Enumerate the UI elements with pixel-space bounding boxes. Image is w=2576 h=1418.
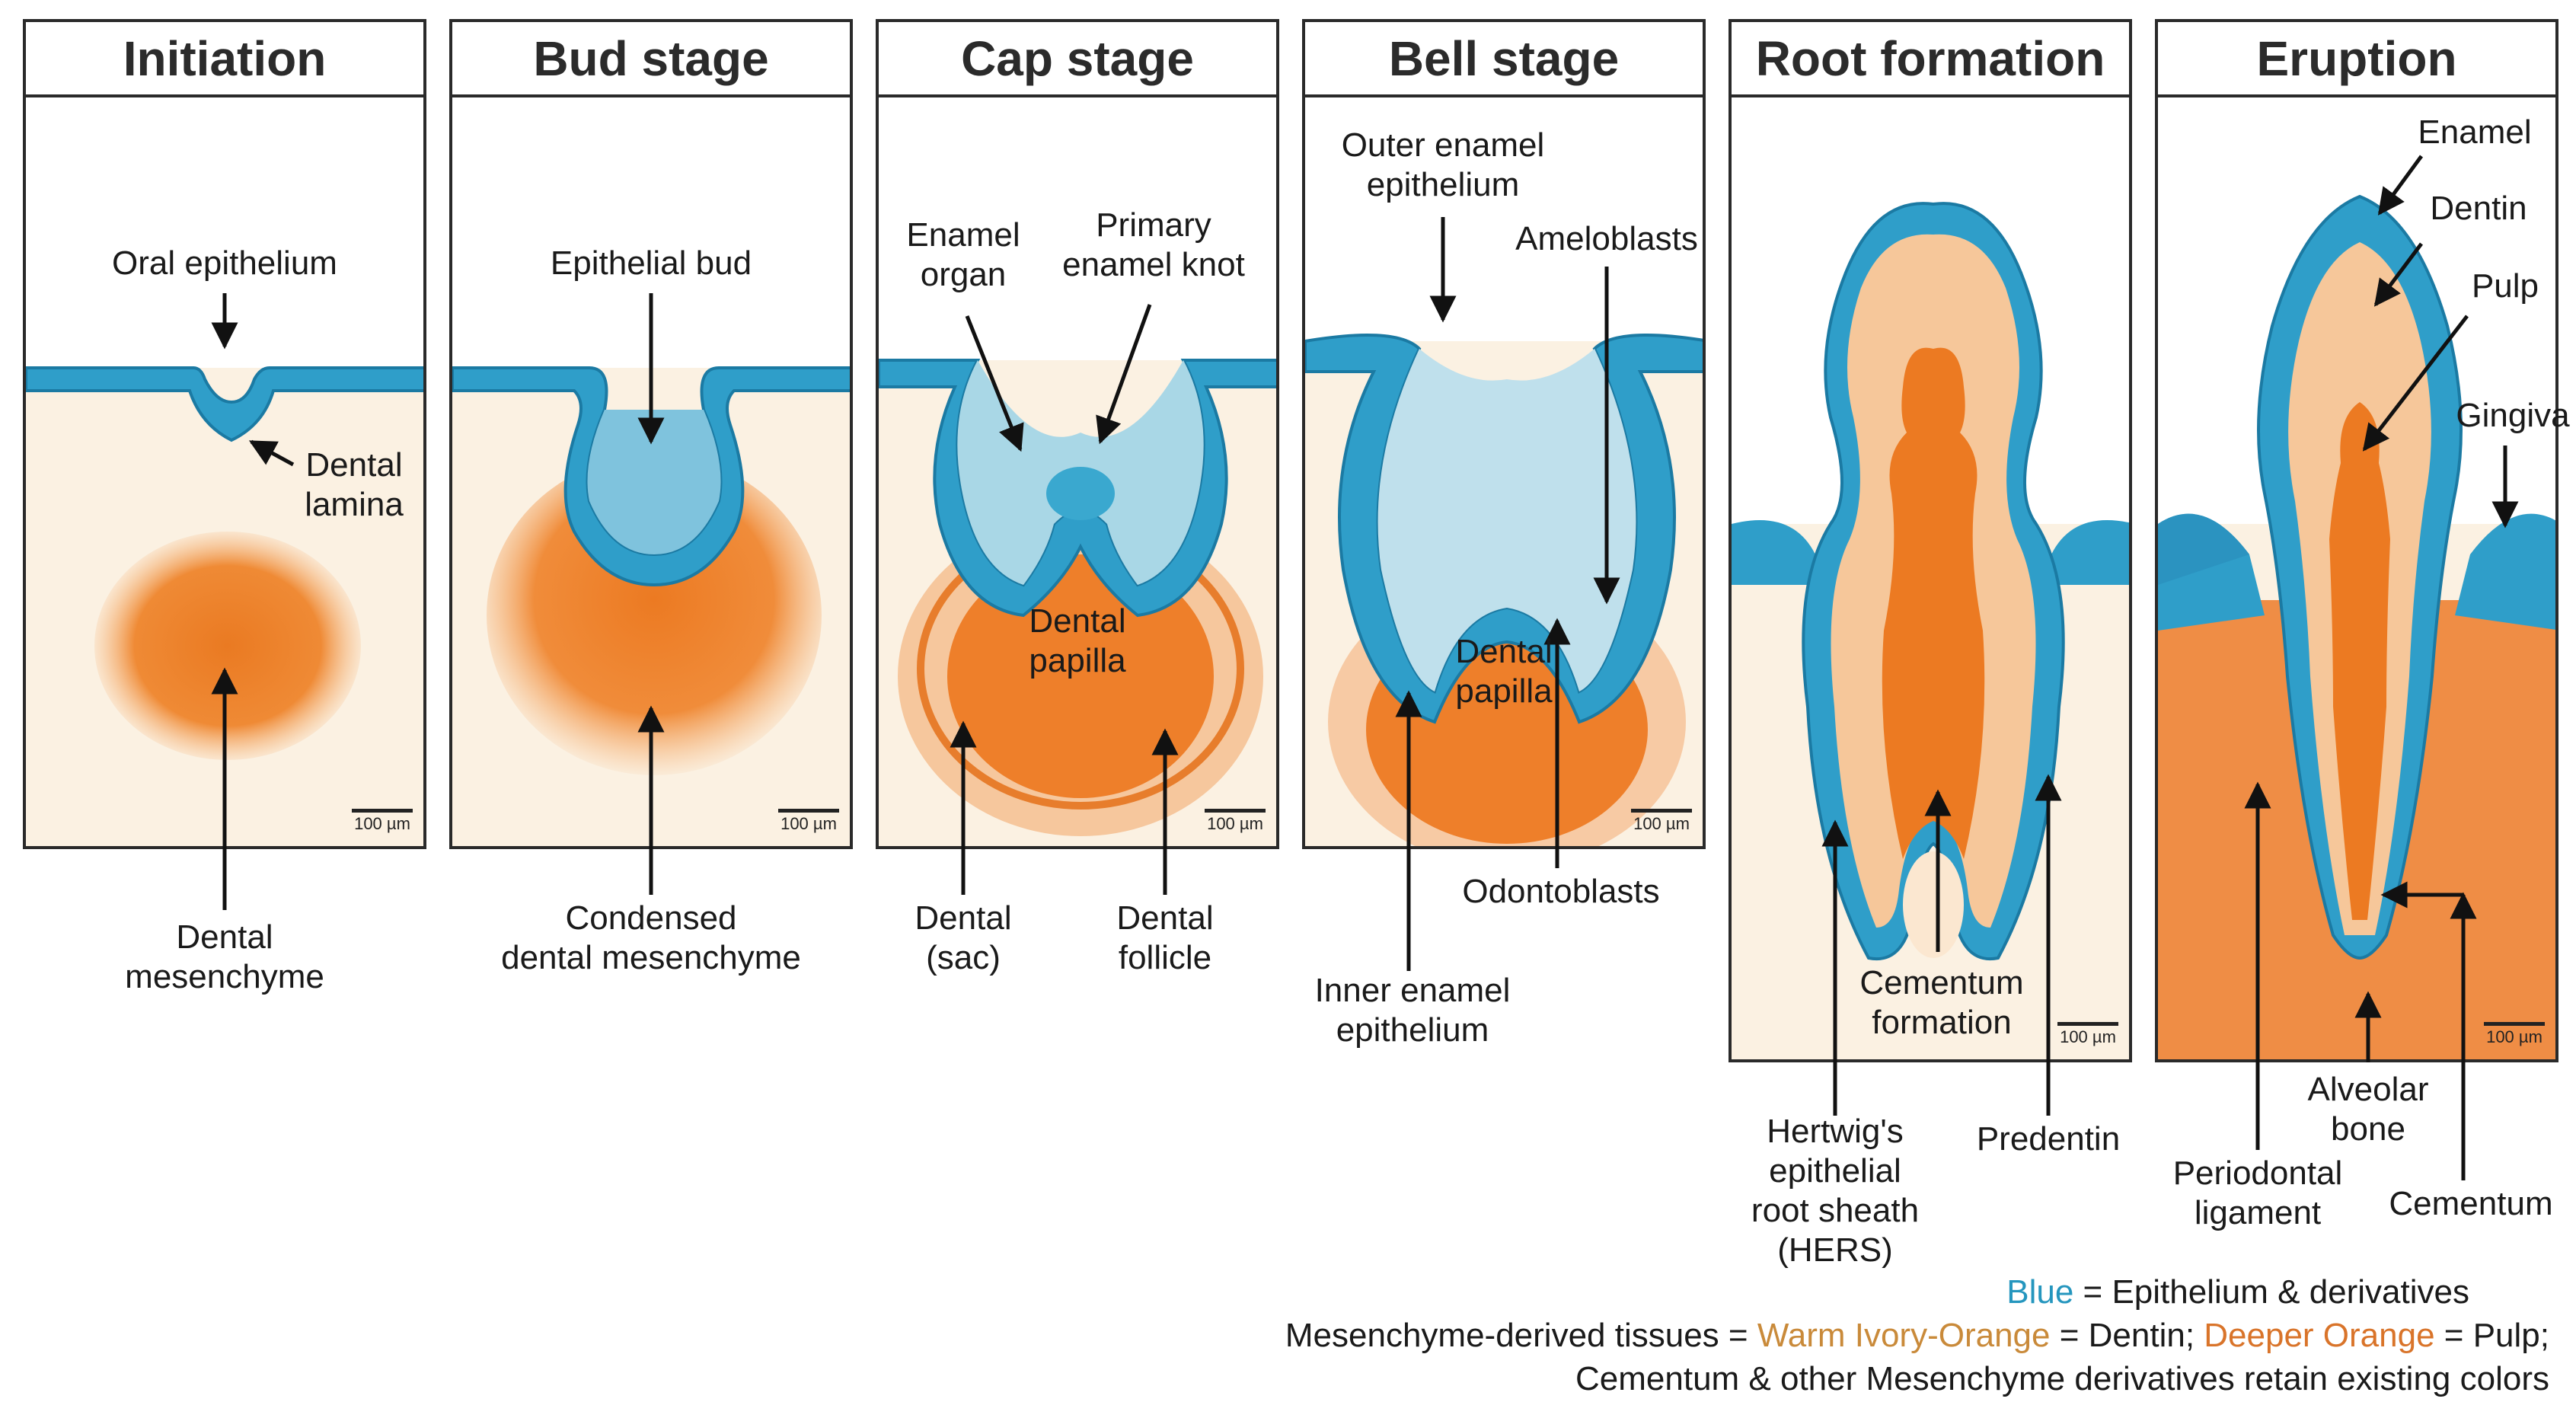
- panel-initiation: Initiation 100 µm: [23, 19, 426, 849]
- label-oral-epithelium: Oral epithelium: [112, 244, 337, 282]
- label-enamel: Enamel: [2418, 113, 2532, 151]
- panel-title: Cap stage: [879, 22, 1276, 97]
- panel-title: Eruption: [2158, 22, 2555, 97]
- panel-cap-stage: Cap stage 100 µm: [876, 19, 1279, 849]
- label-gingiva: Gingiva: [2456, 397, 2570, 434]
- initiation-illustration: [26, 97, 423, 846]
- label-dental-sac: Dental(sac): [915, 899, 1012, 976]
- scale-bar: 100 µm: [1631, 809, 1692, 834]
- label-predentin: Predentin: [1976, 1120, 2121, 1158]
- bell-stage-illustration: [1305, 97, 1703, 846]
- legend-line-mesenchyme: Mesenchyme-derived tissues = Warm Ivory-…: [1285, 1317, 2549, 1354]
- cap-stage-illustration: [879, 97, 1276, 846]
- legend-blue: Blue: [2006, 1273, 2074, 1311]
- scale-bar: 100 µm: [2057, 1022, 2118, 1047]
- legend-deeper-orange: Deeper Orange: [2204, 1317, 2435, 1354]
- panel-bud-stage: Bud stage 100 µm: [449, 19, 853, 849]
- scale-bar: 100 µm: [778, 809, 839, 834]
- legend-line-epithelium: Blue = Epithelium & derivatives: [2006, 1273, 2469, 1311]
- panel-bell-stage: Bell stage 100 µm: [1302, 19, 1706, 849]
- label-pulp: Pulp: [2471, 267, 2539, 305]
- panel-root-formation: Root formation 100 µm: [1729, 19, 2132, 1062]
- label-ameloblasts: Ameloblasts: [1515, 220, 1698, 257]
- scale-bar: 100 µm: [352, 809, 413, 834]
- root-formation-illustration: [1732, 97, 2129, 1059]
- dental-mesenchyme-condensation: [94, 532, 361, 760]
- legend-warm-ivory-orange: Warm Ivory-Orange: [1757, 1317, 2051, 1354]
- panel-title: Bell stage: [1305, 22, 1703, 97]
- label-epithelial-bud: Epithelial bud: [550, 244, 752, 282]
- panel-eruption: Eruption 100 µm: [2155, 19, 2558, 1062]
- legend-line-cementum: Cementum & other Mesenchyme derivatives …: [1575, 1360, 2549, 1397]
- panel-title: Initiation: [26, 22, 423, 97]
- label-dentin: Dentin: [2430, 190, 2527, 227]
- scale-bar: 100 µm: [2484, 1022, 2545, 1047]
- label-odontoblasts: Odontoblasts: [1462, 873, 1660, 910]
- label-cementum: Cementum: [2389, 1185, 2553, 1222]
- panel-title: Root formation: [1732, 22, 2129, 97]
- panel-title: Bud stage: [452, 22, 850, 97]
- bud-stage-illustration: [452, 97, 850, 846]
- eruption-illustration: [2158, 97, 2555, 1059]
- scale-bar: 100 µm: [1205, 809, 1266, 834]
